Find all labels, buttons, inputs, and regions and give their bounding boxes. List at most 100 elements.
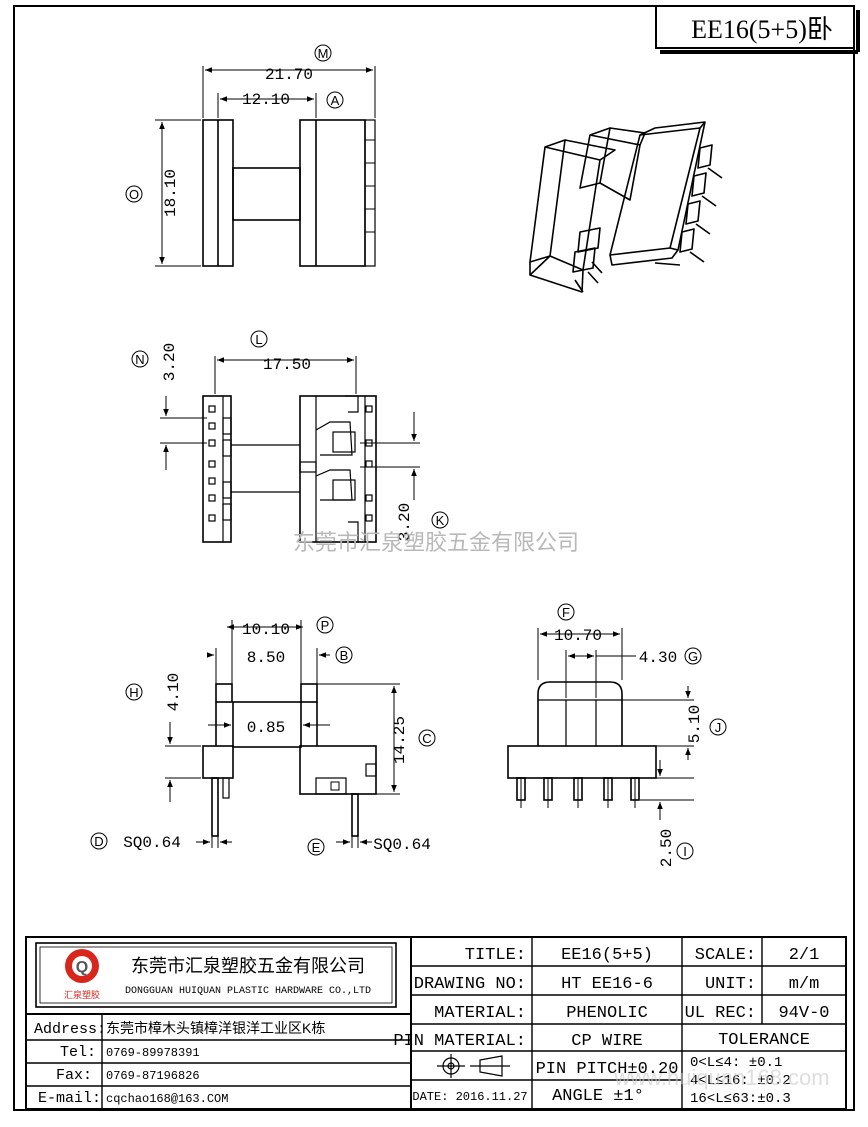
dim-P-value: 10.10 xyxy=(242,621,290,639)
title-label: TITLE: xyxy=(465,946,526,965)
balloon-O: O xyxy=(125,185,143,203)
drawing-no-label: DRAWING NO: xyxy=(414,975,526,994)
tel-value: 0769-89978391 xyxy=(106,1046,200,1060)
svg-text:E: E xyxy=(312,840,321,855)
balloon-A: A xyxy=(326,91,344,109)
projection-symbol xyxy=(437,1054,510,1078)
top-view-dims xyxy=(155,66,376,267)
dim-E-value: SQ0.64 xyxy=(373,836,431,854)
balloon-N: N xyxy=(131,350,149,368)
svg-text:O: O xyxy=(129,187,139,202)
front-view xyxy=(202,683,377,837)
svg-text:A: A xyxy=(331,93,340,108)
tolerance-label: TOLERANCE xyxy=(718,1031,810,1050)
dim-I-value: 2.50 xyxy=(658,829,676,867)
side-view-dims xyxy=(160,356,420,500)
dim-K-value: 3.20 xyxy=(396,503,414,541)
material-label: MATERIAL: xyxy=(434,1004,526,1023)
sheet-border xyxy=(13,5,855,1111)
company-name-en: DONGGUAN HUIQUAN PLASTIC HARDWARE CO.,LT… xyxy=(125,986,371,997)
address-label: Address: xyxy=(34,1021,106,1038)
watermark-company: 东莞市汇泉塑胶五金有限公司 xyxy=(293,530,579,555)
balloon-F: F xyxy=(557,603,575,621)
fax-value: 0769-87196826 xyxy=(106,1069,200,1083)
svg-text:P: P xyxy=(321,618,330,633)
svg-text:C: C xyxy=(422,731,431,746)
pin-material-value: CP WIRE xyxy=(571,1032,642,1051)
svg-text:K: K xyxy=(436,513,445,528)
dim-G-value: 4.30 xyxy=(639,649,677,667)
header-title-box: EE16(5+5)卧 xyxy=(655,5,860,54)
dim-L-value: 17.50 xyxy=(263,356,311,374)
angle-value: ANGLE ±1° xyxy=(552,1087,644,1106)
dim-F-value: 10.70 xyxy=(554,627,602,645)
balloon-L: L xyxy=(250,330,268,348)
svg-text:L: L xyxy=(255,332,262,347)
balloon-H: H xyxy=(125,683,143,701)
title-value: EE16(5+5) xyxy=(561,946,653,965)
company-name-cn: 东莞市汇泉塑胶五金有限公司 xyxy=(131,956,365,976)
balloon-C: C xyxy=(418,729,436,747)
svg-text:F: F xyxy=(562,605,570,620)
balloon-E: E xyxy=(307,838,325,856)
end-view-dims xyxy=(537,628,694,820)
balloon-J: J xyxy=(709,718,727,736)
balloon-P: P xyxy=(316,616,334,634)
balloon-K: K xyxy=(431,511,449,529)
svg-text:G: G xyxy=(688,649,698,664)
balloon-M: M xyxy=(314,44,332,62)
logo-text: 汇泉塑胶 xyxy=(64,989,100,1000)
balloon-I: I xyxy=(676,842,694,860)
dim-O-value: 18.10 xyxy=(162,169,180,217)
dim-W-value: 0.85 xyxy=(247,719,285,737)
dim-M-value: 21.70 xyxy=(265,66,313,84)
balloon-B: B xyxy=(335,646,353,664)
pin-material-label: PIN MATERIAL: xyxy=(393,1032,526,1051)
dim-D-value: SQ0.64 xyxy=(123,834,181,852)
date-value: DATE: 2016.11.27 xyxy=(412,1090,527,1104)
ul-rec-label: UL REC: xyxy=(685,1004,756,1023)
top-view xyxy=(202,119,376,267)
dim-B-value: 8.50 xyxy=(247,649,285,667)
tolerance-row-3: 16<L≤63:±0.3 xyxy=(690,1091,791,1107)
svg-text:J: J xyxy=(715,720,722,735)
material-value: PHENOLIC xyxy=(566,1004,648,1023)
company-logo: Q 汇泉塑胶 xyxy=(64,949,100,1000)
fax-label: Fax: xyxy=(56,1067,92,1084)
svg-text:N: N xyxy=(135,352,144,367)
tolerance-row-2: 4<L≤16: ±0.2 xyxy=(690,1073,791,1089)
svg-text:B: B xyxy=(340,648,349,663)
dim-N-value: 3.20 xyxy=(161,343,179,381)
email-value: cqchao168@163.COM xyxy=(106,1092,228,1106)
dim-H-value: 4.10 xyxy=(165,673,183,711)
dim-A-value: 12.10 xyxy=(242,91,290,109)
side-view xyxy=(202,395,377,543)
svg-text:Q: Q xyxy=(76,959,88,976)
drawing-no-value: HT EE16-6 xyxy=(561,975,653,994)
svg-text:I: I xyxy=(683,844,687,859)
unit-value: m/m xyxy=(789,975,820,994)
part-title: EE16(5+5)卧 xyxy=(691,15,833,44)
tel-label: Tel: xyxy=(60,1044,96,1061)
svg-text:D: D xyxy=(94,834,103,849)
front-view-dims xyxy=(165,620,400,848)
dim-J-value: 5.10 xyxy=(686,705,704,743)
unit-label: UNIT: xyxy=(705,975,756,994)
svg-text:M: M xyxy=(318,46,329,61)
balloon-D: D xyxy=(90,832,108,850)
end-view xyxy=(507,681,657,808)
email-label: E-mail: xyxy=(38,1090,101,1107)
scale-label: SCALE: xyxy=(695,946,756,965)
watermark-site: www.huiquan168.com xyxy=(613,1065,829,1090)
pin-pitch-value: PIN PITCH±0.20 xyxy=(536,1060,679,1079)
title-block xyxy=(25,936,847,1110)
dim-C-value: 14.25 xyxy=(391,716,409,764)
ul-rec-value: 94V-0 xyxy=(778,1004,829,1023)
scale-value: 2/1 xyxy=(789,946,820,965)
tolerance-row-1: 0<L≤4: ±0.1 xyxy=(690,1055,782,1071)
address-value: 东莞市樟木头镇樟洋银洋工业区K栋 xyxy=(106,1020,325,1036)
balloon-G: G xyxy=(684,647,702,665)
svg-text:H: H xyxy=(129,685,138,700)
isometric-view xyxy=(529,121,723,293)
